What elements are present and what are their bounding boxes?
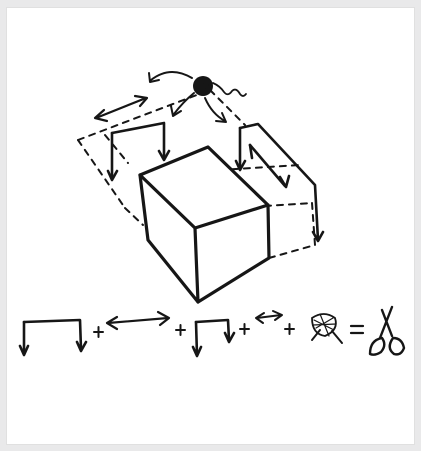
flow-arrows <box>149 72 226 122</box>
plus-sign-1 <box>94 327 103 337</box>
equals-sign <box>351 326 363 333</box>
equation-wide-arrow <box>107 312 169 329</box>
equation-short-arrow <box>256 311 282 323</box>
plus-sign-2 <box>176 325 185 335</box>
equation-small-bracket <box>193 320 234 356</box>
plus-sign-3 <box>240 324 249 334</box>
yarn-ball-icon <box>193 76 246 96</box>
equation-step-bracket <box>20 320 86 355</box>
scissors-icon <box>370 307 404 355</box>
box-solid <box>140 147 269 302</box>
equation-yarn-icon <box>312 314 342 343</box>
plus-sign-4 <box>285 324 294 334</box>
